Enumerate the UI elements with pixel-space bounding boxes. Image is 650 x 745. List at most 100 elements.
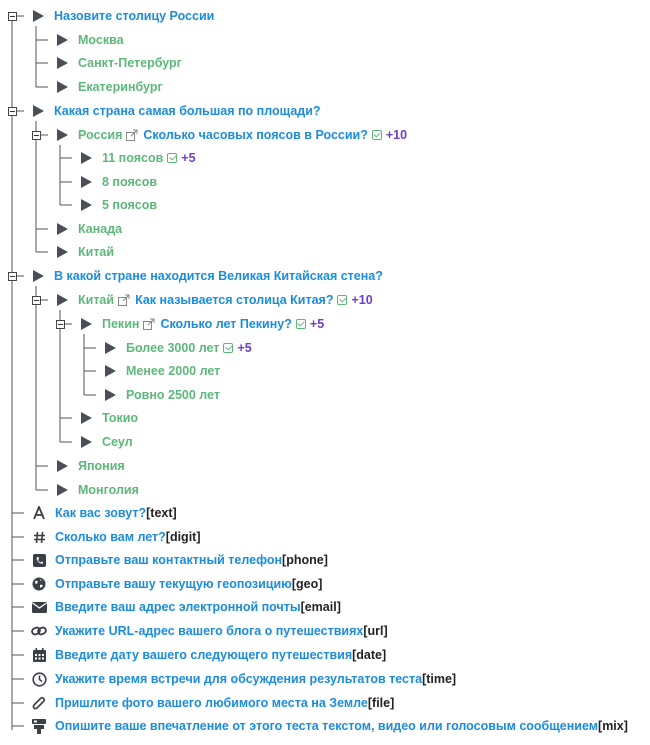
answer-node[interactable]: Менее 2000 лет [105, 361, 220, 381]
answer-text: Пекин [102, 317, 140, 331]
play-icon [81, 152, 92, 164]
input-question-node[interactable]: Пришлите фото вашего любимого места на З… [31, 693, 394, 713]
globe-icon [31, 576, 47, 592]
calendar-icon [31, 647, 47, 663]
answer-text: Ровно 2500 лет [126, 388, 220, 402]
play-icon [57, 246, 68, 258]
answer-node[interactable]: Токио [81, 408, 138, 428]
input-question-node[interactable]: Отправьте вашу текущую геопозицию [geo] [31, 574, 322, 594]
check-icon [371, 130, 382, 140]
input-question-node[interactable]: Как вас зовут? [text] [31, 503, 177, 523]
followup-question-text: Как называется столица Китая? [135, 293, 334, 307]
question-text: Какая страна самая большая по площади? [54, 104, 321, 118]
answer-node[interactable]: Япония [57, 456, 125, 476]
question-text: Назовите столицу России [54, 9, 215, 23]
answer-node[interactable]: Санкт-Петербург [57, 53, 182, 73]
answer-text: Более 3000 лет [126, 341, 220, 355]
hash-icon [31, 529, 47, 545]
play-icon [33, 105, 44, 117]
share-icon [143, 318, 155, 330]
collapse-toggle-beijing[interactable] [56, 320, 65, 329]
mix-icon [31, 718, 47, 734]
answer-node[interactable]: Канада [57, 219, 122, 239]
phone-icon [31, 552, 47, 568]
answer-node[interactable]: Китай [57, 242, 114, 262]
answer-type-label: [digit] [165, 530, 201, 544]
question-node[interactable]: Назовите столицу России [33, 6, 214, 26]
play-icon [81, 199, 92, 211]
input-question-node[interactable]: Отправьте ваш контактный телефон [phone] [31, 550, 328, 570]
play-icon [105, 389, 116, 401]
answer-text: Сеул [102, 435, 133, 449]
question-node[interactable]: В какой стране находится Великая Китайск… [33, 266, 383, 286]
answer-type-label: [time] [422, 672, 457, 686]
answer-text: Китай [78, 245, 115, 259]
answer-type-label: [phone] [282, 553, 328, 567]
answer-node[interactable]: Москва [57, 30, 124, 50]
collapse-toggle-q1[interactable] [8, 12, 17, 21]
answer-node[interactable]: Ровно 2500 лет [105, 385, 220, 405]
collapse-toggle-q3[interactable] [8, 272, 17, 281]
points-badge: +10 [385, 128, 408, 142]
input-question-node[interactable]: Опишите ваше впечатление от этого теста … [31, 716, 628, 736]
check-icon [223, 343, 234, 353]
play-icon [105, 365, 116, 377]
question-text: Укажите URL-адрес вашего блога о путешес… [55, 624, 364, 638]
answer-text: Екатеринбург [78, 80, 163, 94]
answer-node[interactable]: Более 3000 лет +5 [105, 338, 252, 358]
play-icon [57, 294, 68, 306]
followup-question-text: Сколько часовых поясов в России? [143, 128, 368, 142]
play-icon [81, 176, 92, 188]
answer-node[interactable]: Сеул [81, 432, 133, 452]
answer-text: Менее 2000 лет [126, 364, 221, 378]
play-icon [57, 129, 68, 141]
answer-node[interactable]: Монголия [57, 480, 139, 500]
input-question-node[interactable]: Введите дату вашего следующего путешеств… [31, 645, 386, 665]
question-text: Введите дату вашего следующего путешеств… [55, 648, 353, 662]
input-question-node[interactable]: Укажите время встречи для обсуждения рез… [31, 669, 456, 689]
answer-type-label: [text] [146, 506, 177, 520]
collapse-toggle-china[interactable] [32, 296, 41, 305]
answer-node[interactable]: Китай Как называется столица Китая? +10 [57, 290, 373, 310]
font-icon [31, 505, 47, 521]
question-text: Введите ваш адрес электронной почты [55, 600, 301, 614]
play-icon [57, 484, 68, 496]
answer-text: 8 поясов [102, 175, 158, 189]
points-badge: +5 [237, 341, 252, 355]
answer-node[interactable]: 8 поясов [81, 172, 157, 192]
answer-text: Санкт-Петербург [78, 56, 182, 70]
answer-node[interactable]: Россия Сколько часовых поясов в России? … [57, 125, 407, 145]
play-icon [57, 57, 68, 69]
share-icon [126, 129, 138, 141]
answer-text: 11 поясов [102, 151, 164, 165]
answer-node[interactable]: Пекин Сколько лет Пекину? +5 [81, 314, 324, 334]
check-icon [167, 153, 178, 163]
answer-type-label: [file] [367, 696, 395, 710]
question-text: Как вас зовут? [55, 506, 147, 520]
input-question-node[interactable]: Укажите URL-адрес вашего блога о путешес… [31, 621, 388, 641]
input-question-node[interactable]: Сколько вам лет? [digit] [31, 527, 201, 547]
input-question-node[interactable]: Введите ваш адрес электронной почты [ema… [31, 597, 341, 617]
answer-type-label: [mix] [598, 719, 628, 733]
play-icon [33, 270, 44, 282]
play-icon [57, 460, 68, 472]
question-text: Сколько вам лет? [55, 530, 166, 544]
check-icon [337, 295, 348, 305]
answer-node[interactable]: Екатеринбург [57, 77, 163, 97]
envelope-icon [31, 599, 47, 615]
answer-node[interactable]: 11 поясов +5 [81, 148, 196, 168]
answer-type-label: [url] [363, 624, 388, 638]
answer-text: Канада [78, 222, 123, 236]
question-text: Укажите время встречи для обсуждения рез… [55, 672, 423, 686]
answer-node[interactable]: 5 поясов [81, 195, 157, 215]
play-icon [57, 223, 68, 235]
collapse-toggle-russia[interactable] [32, 131, 41, 140]
paperclip-icon [31, 695, 47, 711]
question-node[interactable]: Какая страна самая большая по площади? [33, 101, 321, 121]
answer-text: Монголия [78, 483, 139, 497]
question-text: Пришлите фото вашего любимого места на З… [55, 696, 368, 710]
answer-text: Россия [78, 128, 123, 142]
collapse-toggle-q2[interactable] [8, 107, 17, 116]
answer-text: Япония [78, 459, 125, 473]
points-badge: +5 [181, 151, 196, 165]
